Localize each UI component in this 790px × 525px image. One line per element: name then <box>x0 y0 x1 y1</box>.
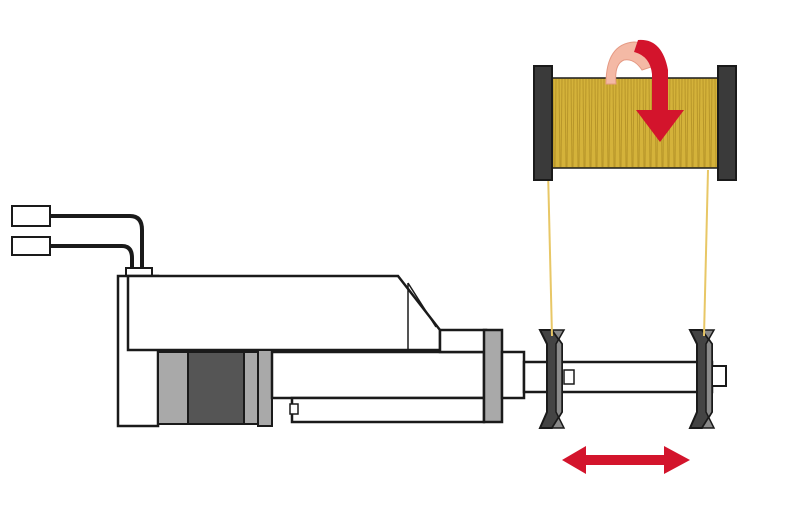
spool-wire-line <box>696 78 699 168</box>
wire-threads <box>547 169 709 337</box>
motor-ring <box>257 349 273 427</box>
spool-wire-line <box>582 78 585 168</box>
spool-wire-line <box>638 78 641 168</box>
spool-wire-line <box>704 78 707 168</box>
spool-wire-line <box>558 78 561 168</box>
spool-wire-line <box>644 78 647 168</box>
spool-wire-line <box>642 78 645 168</box>
thread-left <box>547 169 553 337</box>
cable-top <box>50 214 144 272</box>
spool-wire-line <box>570 78 573 168</box>
actuator-end-plate <box>482 328 504 424</box>
spool-wire-line <box>566 78 569 168</box>
pulley-motion-arrow <box>562 446 690 474</box>
motor-core <box>187 351 245 425</box>
spool-flange-right <box>717 65 737 181</box>
actuator-front-collar <box>438 328 488 354</box>
spool-wire-line <box>614 78 617 168</box>
stepper-motor <box>157 349 273 427</box>
spool-wire-line <box>602 78 605 168</box>
spool-wire-line <box>674 78 677 168</box>
spool-wire-line <box>624 78 627 168</box>
spool-wire-line <box>698 78 701 168</box>
spool-wire-line <box>690 78 693 168</box>
spool-wire-line <box>710 78 713 168</box>
wire-spool <box>533 65 737 181</box>
actuator-tube-lower <box>290 396 486 424</box>
spool-wire-line <box>630 78 633 168</box>
spool-wire-line <box>588 78 591 168</box>
motor-flange-right <box>243 351 259 425</box>
actuator-tube-upper <box>270 350 486 400</box>
tube-clip <box>289 403 299 415</box>
spool-wire-line <box>686 78 689 168</box>
spool-wire-line <box>618 78 621 168</box>
spool-wire-line <box>680 78 683 168</box>
spool-wire-line <box>612 78 615 168</box>
spool-flange-left <box>533 65 553 181</box>
motor-flange-left <box>157 351 191 425</box>
spool-wire-line <box>636 78 639 168</box>
cable-bottom <box>50 244 134 272</box>
spool-wire-line <box>564 78 567 168</box>
guide-pulleys <box>538 329 716 429</box>
gearbox-bevel <box>407 282 437 328</box>
spool-wire-line <box>572 78 575 168</box>
spool-wire-line <box>576 78 579 168</box>
spool-wire-line <box>584 78 587 168</box>
spool-wire-line <box>684 78 687 168</box>
guide-rod-end <box>711 365 727 387</box>
thread-right <box>703 169 709 337</box>
spool-wire-line <box>708 78 711 168</box>
spool-wire-line <box>600 78 603 168</box>
double-arrow <box>562 446 690 474</box>
spool-wire-line <box>554 78 557 168</box>
spool-wire-line <box>552 78 555 168</box>
spool-wire-line <box>590 78 593 168</box>
linear-actuator <box>116 274 526 428</box>
spool-wire-line <box>692 78 695 168</box>
spool-wire-line <box>606 78 609 168</box>
actuator-gearbox-housing <box>126 274 442 352</box>
spool-wire-line <box>594 78 597 168</box>
rotation-arrow-head <box>634 39 684 142</box>
connector-plug-top <box>11 205 51 227</box>
spool-wire-line <box>626 78 629 168</box>
spool-rotation-arrow <box>605 39 684 142</box>
spool-winding <box>549 77 721 169</box>
spool-wire-line <box>632 78 635 168</box>
spool-wire-line <box>608 78 611 168</box>
pulley-left-back <box>550 329 566 429</box>
spool-wire-line <box>560 78 563 168</box>
spool-wire-line <box>620 78 623 168</box>
spool-wire-line <box>714 78 717 168</box>
spool-wire-line <box>678 78 681 168</box>
spool-wire-line <box>578 78 581 168</box>
pulley-right-back <box>700 329 716 429</box>
spool-wire-line <box>702 78 705 168</box>
actuator-nose <box>500 350 526 400</box>
pulley-hub-left <box>563 369 575 385</box>
wire-connector-plugs <box>11 205 153 279</box>
spool-wire-line <box>596 78 599 168</box>
connector-plug-bottom <box>11 236 51 256</box>
